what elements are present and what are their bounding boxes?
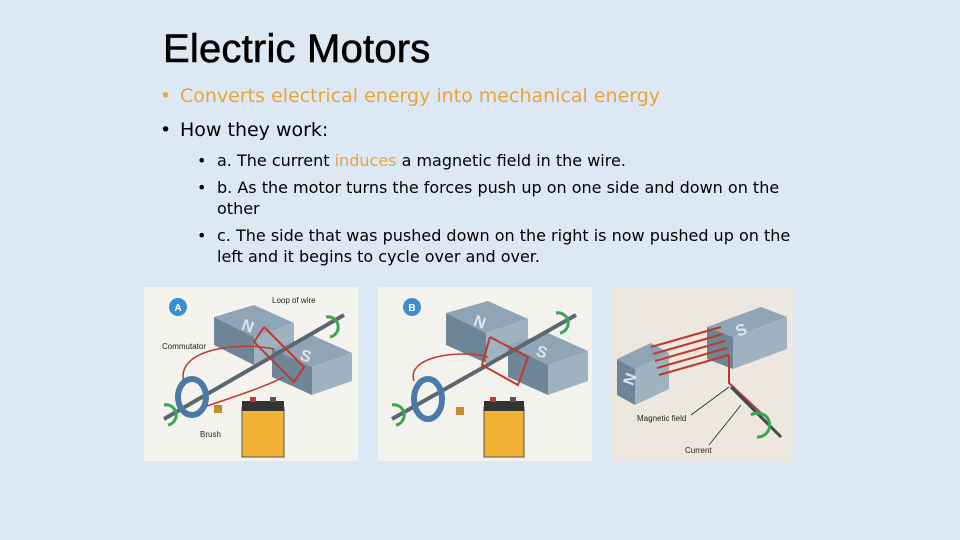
label-current: Current xyxy=(685,446,712,455)
badge-a: A xyxy=(174,303,181,314)
badge-a-circle xyxy=(169,298,187,316)
bullet-marker: • xyxy=(160,85,172,107)
label-commutator: Commutator xyxy=(162,342,206,351)
motor-diagram-b: B N S xyxy=(378,287,592,461)
magnet-n-label: N xyxy=(621,371,641,388)
badge-b: B xyxy=(408,303,415,314)
bullet-marker: • xyxy=(160,119,172,141)
motor-diagram-a: A N S Loop of wire Commutator Brush xyxy=(144,287,358,461)
label-brush: Brush xyxy=(200,430,221,439)
sub-bullet-a-post: a magnetic field in the wire. xyxy=(396,151,626,170)
magnet-n-label: N xyxy=(239,317,256,337)
bullet-text: How they work: xyxy=(180,119,329,141)
motor-diagram-c: N S Magnetic field Current xyxy=(611,287,794,461)
sub-bullet-c-text: c. The side that was pushed down on the … xyxy=(217,226,791,266)
bullet-converts: • Converts electrical energy into mechan… xyxy=(160,80,820,112)
sub-bullet-a: • a. The current induces a magnetic fiel… xyxy=(197,150,817,171)
bullet-marker: • xyxy=(197,151,207,170)
magnet-n-label: N xyxy=(471,313,488,333)
bullet-list: • Converts electrical energy into mechan… xyxy=(160,80,820,267)
label-magnetic-field: Magnetic field xyxy=(637,414,686,423)
sub-bullet-list: • a. The current induces a magnetic fiel… xyxy=(197,150,820,267)
badge-b-circle xyxy=(403,298,421,316)
bullet-how-they-work: • How they work: xyxy=(160,114,820,146)
sub-bullet-b: • b. As the motor turns the forces push … xyxy=(197,177,817,219)
bullet-marker: • xyxy=(197,178,207,197)
sub-bullet-c: • c. The side that was pushed down on th… xyxy=(197,225,817,267)
bullet-text: Converts electrical energy into mechanic… xyxy=(180,85,661,107)
slide-title: Electric Motors xyxy=(163,27,431,72)
label-loop-of-wire: Loop of wire xyxy=(272,296,316,305)
bullet-marker: • xyxy=(197,226,207,245)
sub-bullet-b-text: b. As the motor turns the forces push up… xyxy=(217,178,780,218)
sub-bullet-a-pre: a. The current xyxy=(217,151,335,170)
highlight-induces: induces xyxy=(334,151,397,170)
